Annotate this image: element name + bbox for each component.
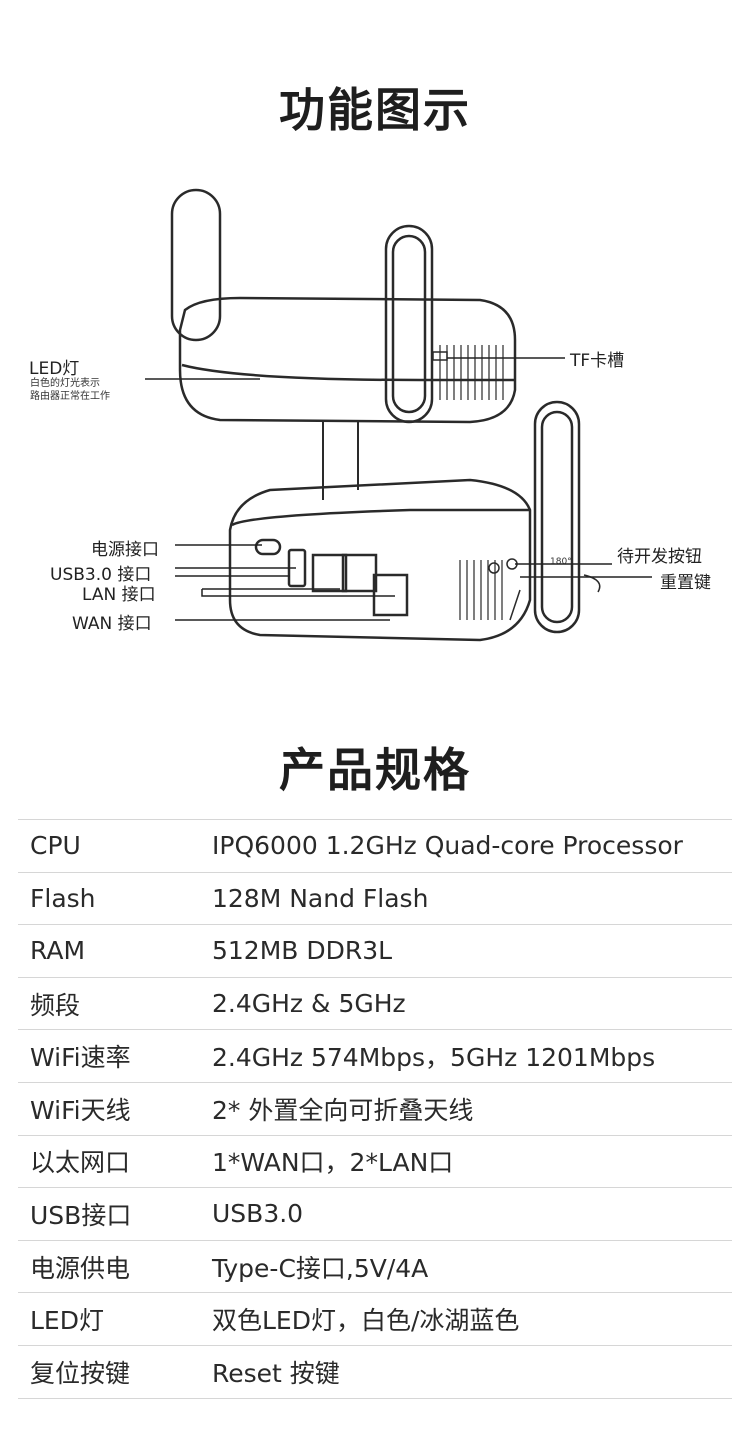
spec-key: 频段 bbox=[18, 976, 212, 1030]
spec-key: WiFi天线 bbox=[18, 1081, 212, 1136]
spec-value: USB3.0 bbox=[212, 1187, 732, 1241]
features-title: 功能图示 bbox=[279, 83, 471, 137]
spec-value: Type-C接口,5V/4A bbox=[212, 1239, 732, 1293]
led-label: LED灯 bbox=[29, 359, 80, 379]
spec-value: 128M Nand Flash bbox=[212, 871, 732, 925]
power-port-label: 电源接口 bbox=[91, 540, 159, 560]
lan-port-label: LAN 接口 bbox=[82, 585, 156, 605]
spec-row: LED灯双色LED灯，白色/冰湖蓝色 bbox=[18, 1292, 732, 1346]
specs-title: 产品规格 bbox=[279, 743, 471, 797]
spec-value: Reset 按键 bbox=[212, 1344, 732, 1399]
spec-value: 双色LED灯，白色/冰湖蓝色 bbox=[212, 1292, 732, 1346]
led-desc-2: 路由器正常在工作 bbox=[30, 391, 110, 402]
spec-key: LED灯 bbox=[18, 1292, 212, 1346]
spec-key: USB接口 bbox=[18, 1187, 212, 1241]
leader-lines bbox=[145, 357, 652, 621]
spec-value: IPQ6000 1.2GHz Quad-core Processor bbox=[212, 819, 732, 873]
spec-value: 2* 外置全向可折叠天线 bbox=[212, 1081, 732, 1136]
reset-key-label: 重置键 bbox=[660, 573, 711, 593]
spec-value: 512MB DDR3L bbox=[212, 924, 732, 978]
spec-key: CPU bbox=[18, 819, 212, 873]
dev-button-label: 待开发按钮 bbox=[617, 547, 702, 567]
spec-key: WiFi速率 bbox=[18, 1029, 212, 1083]
wan-port-label: WAN 接口 bbox=[72, 614, 152, 634]
router-diagram bbox=[145, 188, 652, 642]
angle-label: 180° bbox=[550, 557, 572, 567]
led-desc-1: 白色的灯光表示 bbox=[30, 378, 100, 389]
spec-key: RAM bbox=[18, 924, 212, 978]
usb-port-label: USB3.0 接口 bbox=[50, 565, 152, 585]
spec-key: 以太网口 bbox=[18, 1134, 212, 1188]
spec-value: 2.4GHz & 5GHz bbox=[212, 976, 732, 1030]
spec-key: 复位按键 bbox=[18, 1344, 212, 1399]
spec-value: 2.4GHz 574Mbps，5GHz 1201Mbps bbox=[212, 1029, 732, 1083]
spec-key: 电源供电 bbox=[18, 1239, 212, 1293]
tf-slot-label: TF卡槽 bbox=[570, 351, 625, 371]
router-top-view bbox=[170, 188, 517, 424]
spec-key: Flash bbox=[18, 871, 212, 925]
spec-value: 1*WAN口，2*LAN口 bbox=[212, 1134, 732, 1188]
router-side-view bbox=[228, 400, 601, 642]
